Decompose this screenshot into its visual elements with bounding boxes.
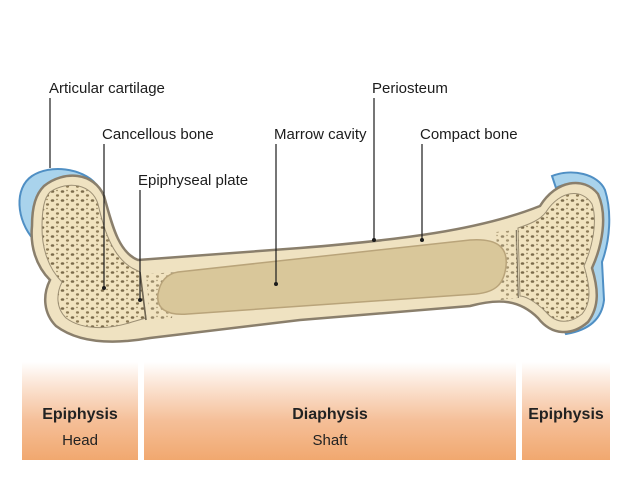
region-right-epiphysis: Epiphysis xyxy=(522,362,610,460)
dot-compact-bone xyxy=(420,238,424,242)
region-diaphysis: Diaphysis Shaft xyxy=(144,362,516,460)
right-cancellous-region xyxy=(517,193,595,322)
region-right-title: Epiphysis xyxy=(528,406,604,423)
region-left-title: Epiphysis xyxy=(42,406,118,423)
marrow-cavity xyxy=(157,239,507,316)
dot-marrow-cavity xyxy=(274,282,278,286)
label-epiphyseal-plate: Epiphyseal plate xyxy=(138,172,249,189)
region-middle-title: Diaphysis xyxy=(292,406,368,423)
left-epiphyseal-plate xyxy=(139,271,147,321)
label-cancellous-bone: Cancellous bone xyxy=(102,126,214,143)
region-middle-subtitle: Shaft xyxy=(312,432,348,449)
region-left-subtitle: Head xyxy=(62,432,98,449)
dot-periosteum xyxy=(372,238,376,242)
label-periosteum: Periosteum xyxy=(372,80,448,97)
region-left-epiphysis: Epiphysis Head xyxy=(22,362,138,460)
dot-epiphyseal-plate xyxy=(138,298,142,302)
left-cancellous-region xyxy=(41,184,147,329)
dot-cancellous-bone xyxy=(102,286,106,290)
label-compact-bone: Compact bone xyxy=(420,126,518,143)
label-articular-cartilage: Articular cartilage xyxy=(49,80,165,97)
label-marrow-cavity: Marrow cavity xyxy=(274,126,367,143)
